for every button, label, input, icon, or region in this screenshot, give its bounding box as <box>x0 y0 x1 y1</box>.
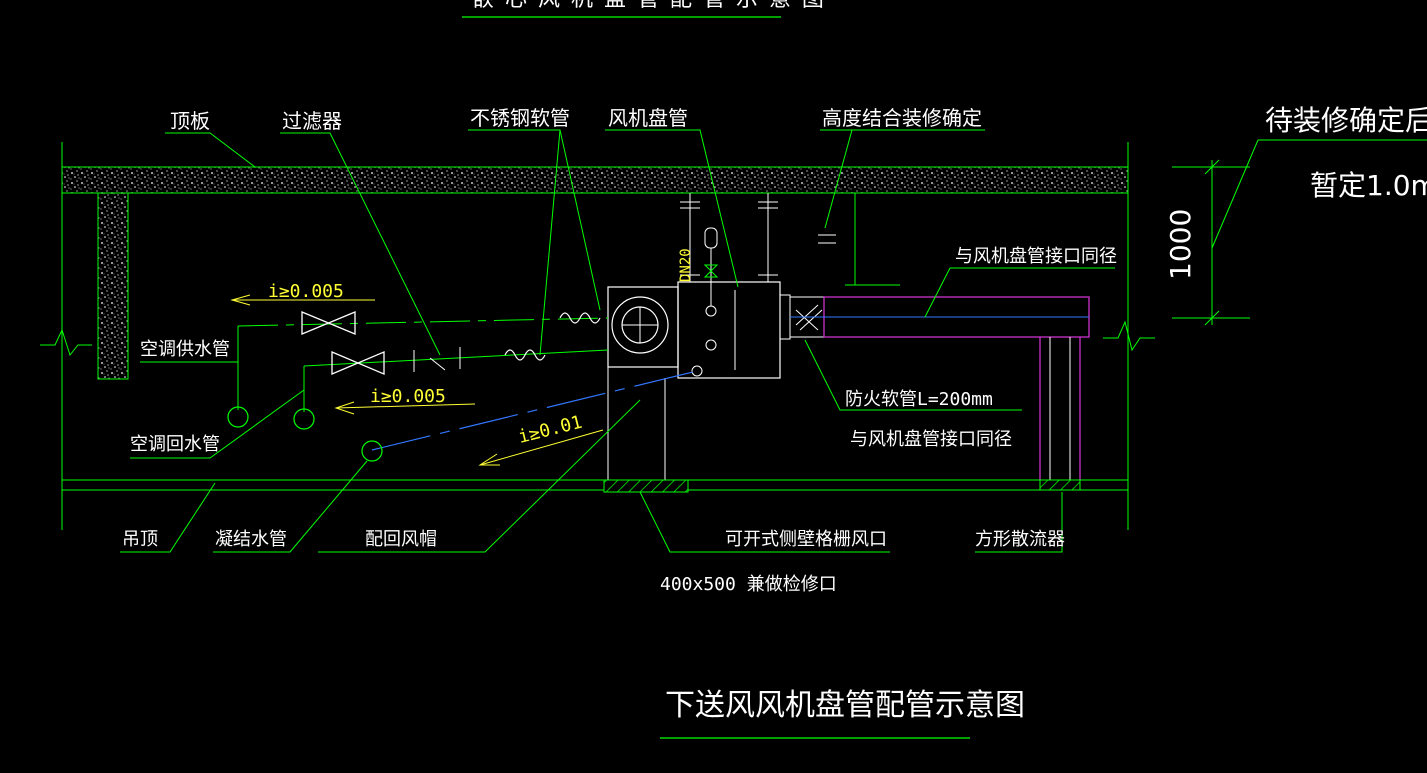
label-height-note: 高度结合装修确定 <box>822 106 982 130</box>
leaders <box>120 129 1427 553</box>
label-grille-size: 400x500 兼做检修口 <box>660 574 837 595</box>
return-pipe <box>293 347 609 430</box>
main-title: 下送风风机盘管配管示意图 <box>665 688 1025 723</box>
suspended-ceiling <box>62 479 1128 491</box>
label-diffuser: 方形散流器 <box>975 529 1065 550</box>
label-return-pipe: 空调回水管 <box>130 434 220 455</box>
label-filter: 过滤器 <box>282 109 342 133</box>
label-return-hood: 配回风帽 <box>365 529 437 550</box>
label-ceiling-slab: 顶板 <box>170 109 210 133</box>
label-decoration-note: 待装修确定后调整 <box>1265 104 1427 137</box>
label-stainless-hose: 不锈钢软管 <box>470 106 570 130</box>
ceiling-slab <box>40 142 1155 530</box>
label-fan-coil: 风机盘管 <box>608 106 688 130</box>
svg-text:i≥0.005: i≥0.005 <box>370 386 446 407</box>
label-condensate: 凝结水管 <box>215 529 287 550</box>
label-ceiling: 吊顶 <box>122 529 158 550</box>
condensate-pipe <box>361 370 698 462</box>
slope-supply: i≥0.005 <box>230 281 375 306</box>
svg-text:1000: 1000 <box>1164 209 1197 280</box>
svg-text:i≥0.005: i≥0.005 <box>268 281 344 302</box>
label-supply-pipe: 空调供水管 <box>140 339 230 360</box>
label-temp-height: 暂定1.0m <box>1310 169 1427 202</box>
discharge-duct <box>779 294 1090 491</box>
label-same-dia-bottom: 与风机盘管接口同径 <box>850 429 1012 450</box>
svg-text:i≥0.01: i≥0.01 <box>516 412 584 448</box>
top-cut-title: 嵌 心 风 机 盘 管 配 管 示 意 图 <box>472 0 826 12</box>
label-fire-hose: 防火软管L=200mm <box>845 389 993 410</box>
dim-1000: 1000 <box>1164 159 1250 326</box>
supply-pipe <box>227 311 609 428</box>
slope-return: i≥0.005 <box>334 386 476 415</box>
label-side-grille: 可开式侧壁格栅风口 <box>725 529 887 550</box>
label-dn20: DN20 <box>678 248 694 282</box>
height-dim <box>818 193 900 286</box>
label-same-dia-top: 与风机盘管接口同径 <box>955 246 1117 267</box>
fan-coil-unit <box>603 193 781 493</box>
